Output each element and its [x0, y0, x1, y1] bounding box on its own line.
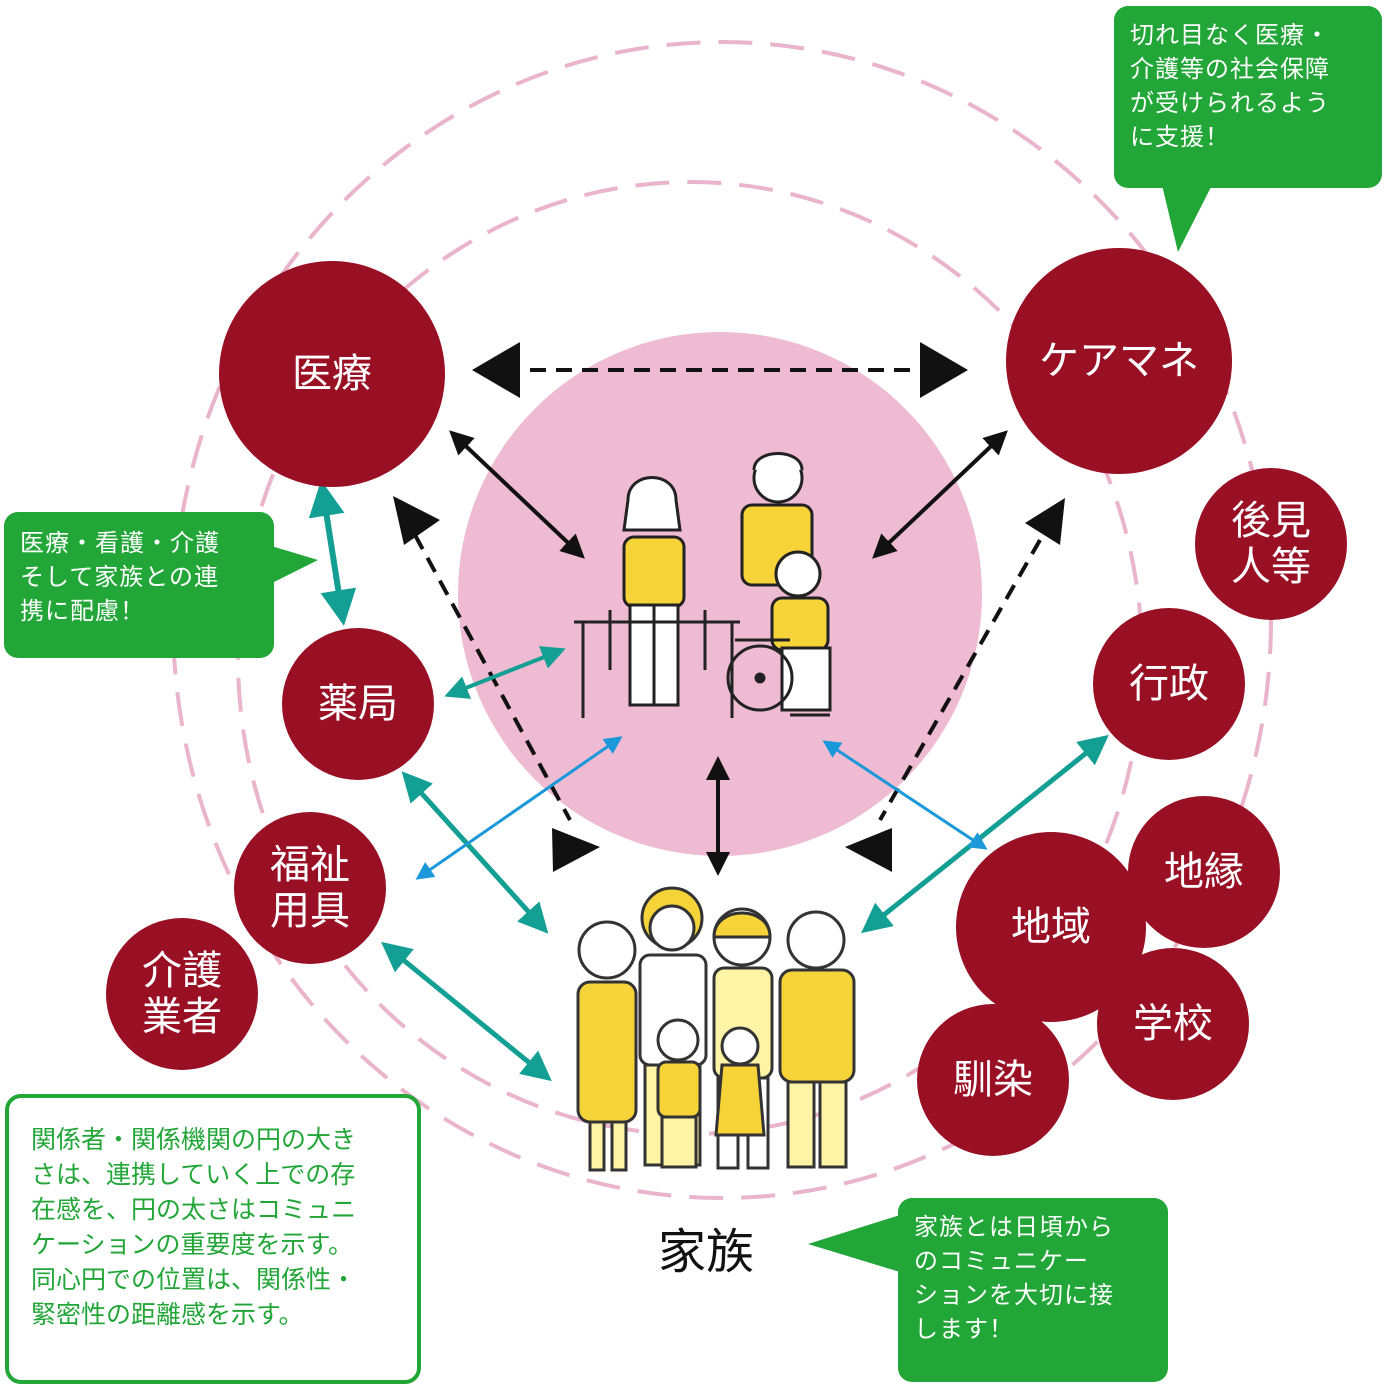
bubble-tail-bottom-right: [808, 1215, 900, 1272]
note-line-1: 関係者・関係機関の円の大き: [31, 1125, 357, 1154]
node-iryo: 医療: [219, 261, 445, 487]
arrowhead-right-top: [920, 342, 968, 398]
family-label: 家族: [658, 1224, 755, 1280]
bubble-bottom-right-line-3: ションを大切に接: [914, 1281, 1114, 1310]
family-illustration: [576, 886, 856, 1172]
node-chien-label: 地縁: [1164, 849, 1244, 895]
arrow-center-chiiki: [822, 740, 988, 850]
node-kaigo: 介護 業者: [106, 918, 258, 1070]
node-chiiki: 地域: [956, 832, 1146, 1022]
bubble-top-right-line-2: 介護等の社会保障: [1130, 55, 1330, 84]
node-kaigo-label-2: 業者: [142, 994, 222, 1040]
bubble-top-right-line-4: に支援！: [1130, 123, 1230, 152]
arrow-fukushi-family: [381, 941, 552, 1082]
bubble-left-line-2: そして家族との連: [20, 563, 220, 592]
bubble-bottom-right: 家族とは日頃から のコミュニケー ションを大切に接 します！: [898, 1198, 1168, 1382]
bubble-bottom-right-line-4: します！: [914, 1315, 1014, 1344]
explanation-note: 関係者・関係機関の円の大き さは、連携していく上での存 在感を、円の太さはコミュ…: [5, 1094, 421, 1384]
node-caremane-label: ケアマネ: [1039, 338, 1199, 384]
bubble-left-line-1: 医療・看護・介護: [20, 529, 220, 557]
node-gakkou-label: 学校: [1133, 1001, 1213, 1047]
node-fukushi-label-1: 福祉: [270, 842, 350, 888]
node-fukushi-label-2: 用具: [270, 888, 350, 934]
arrowhead-left-side-bottom: [552, 828, 600, 872]
bubble-left-line-3: 携に配慮！: [20, 597, 145, 626]
bubble-tail-top-right: [1162, 185, 1212, 252]
arrowhead-left-side-top: [393, 496, 440, 545]
node-chiiki-label: 地域: [1011, 904, 1091, 950]
bubble-top-right-line-1: 切れ目なく医療・: [1130, 21, 1330, 49]
arrow-yakkyoku-family: [401, 771, 549, 934]
node-yakkyoku: 薬局: [282, 628, 434, 780]
bubble-top-right-line-3: が受けられるよう: [1130, 89, 1330, 118]
bubble-left: 医療・看護・介護 そして家族との連 携に配慮！: [4, 512, 274, 658]
node-najimi: 馴染: [917, 1004, 1069, 1156]
node-kouken-label-2: 人等: [1231, 544, 1311, 590]
node-fukushi: 福祉 用具: [234, 812, 386, 964]
center-circle: [458, 332, 982, 856]
arrow-fukushi-center: [415, 736, 623, 880]
arrow-yakkyoku-center: [444, 646, 566, 699]
node-yakkyoku-label: 薬局: [318, 681, 398, 727]
bubble-tail-left: [268, 545, 318, 585]
arrowhead-right-side-bottom: [845, 828, 892, 872]
node-kouken-label-1: 後見: [1231, 498, 1311, 544]
note-line-2: さは、連携していく上での存: [31, 1160, 356, 1189]
node-iryo-label: 医療: [292, 351, 372, 397]
arrowhead-left-top: [472, 342, 520, 398]
node-caremane: ケアマネ: [1006, 248, 1232, 474]
center-people-illustration: [574, 452, 832, 718]
note-line-6: 緊密性の距離感を示す。: [31, 1300, 304, 1329]
bubble-bottom-right-line-2: のコミュニケー: [914, 1247, 1089, 1276]
node-najimi-label: 馴染: [953, 1057, 1033, 1103]
note-line-5: 同心円での位置は、関係性・: [31, 1265, 357, 1294]
arrow-iryo-center: [449, 430, 585, 559]
bubble-top-right: 切れ目なく医療・ 介護等の社会保障 が受けられるよう に支援！: [1114, 6, 1382, 188]
note-line-3: 在感を、円の太さはコミュニ: [31, 1195, 357, 1224]
arrowhead-right-side-top: [1025, 498, 1065, 545]
bubble-bottom-right-line-1: 家族とは日頃から: [914, 1213, 1114, 1241]
node-gyousei-label: 行政: [1129, 661, 1209, 707]
node-gakkou: 学校: [1097, 948, 1249, 1100]
note-line-4: ケーションの重要度を示す。: [31, 1230, 354, 1259]
arrow-iryo-yakkyoku: [308, 480, 357, 626]
node-chien: 地縁: [1128, 796, 1280, 948]
arrow-caremane-center: [872, 430, 1008, 559]
node-kouken: 後見 人等: [1195, 468, 1347, 620]
node-kaigo-label-1: 介護: [142, 948, 222, 994]
node-gyousei: 行政: [1093, 608, 1245, 760]
